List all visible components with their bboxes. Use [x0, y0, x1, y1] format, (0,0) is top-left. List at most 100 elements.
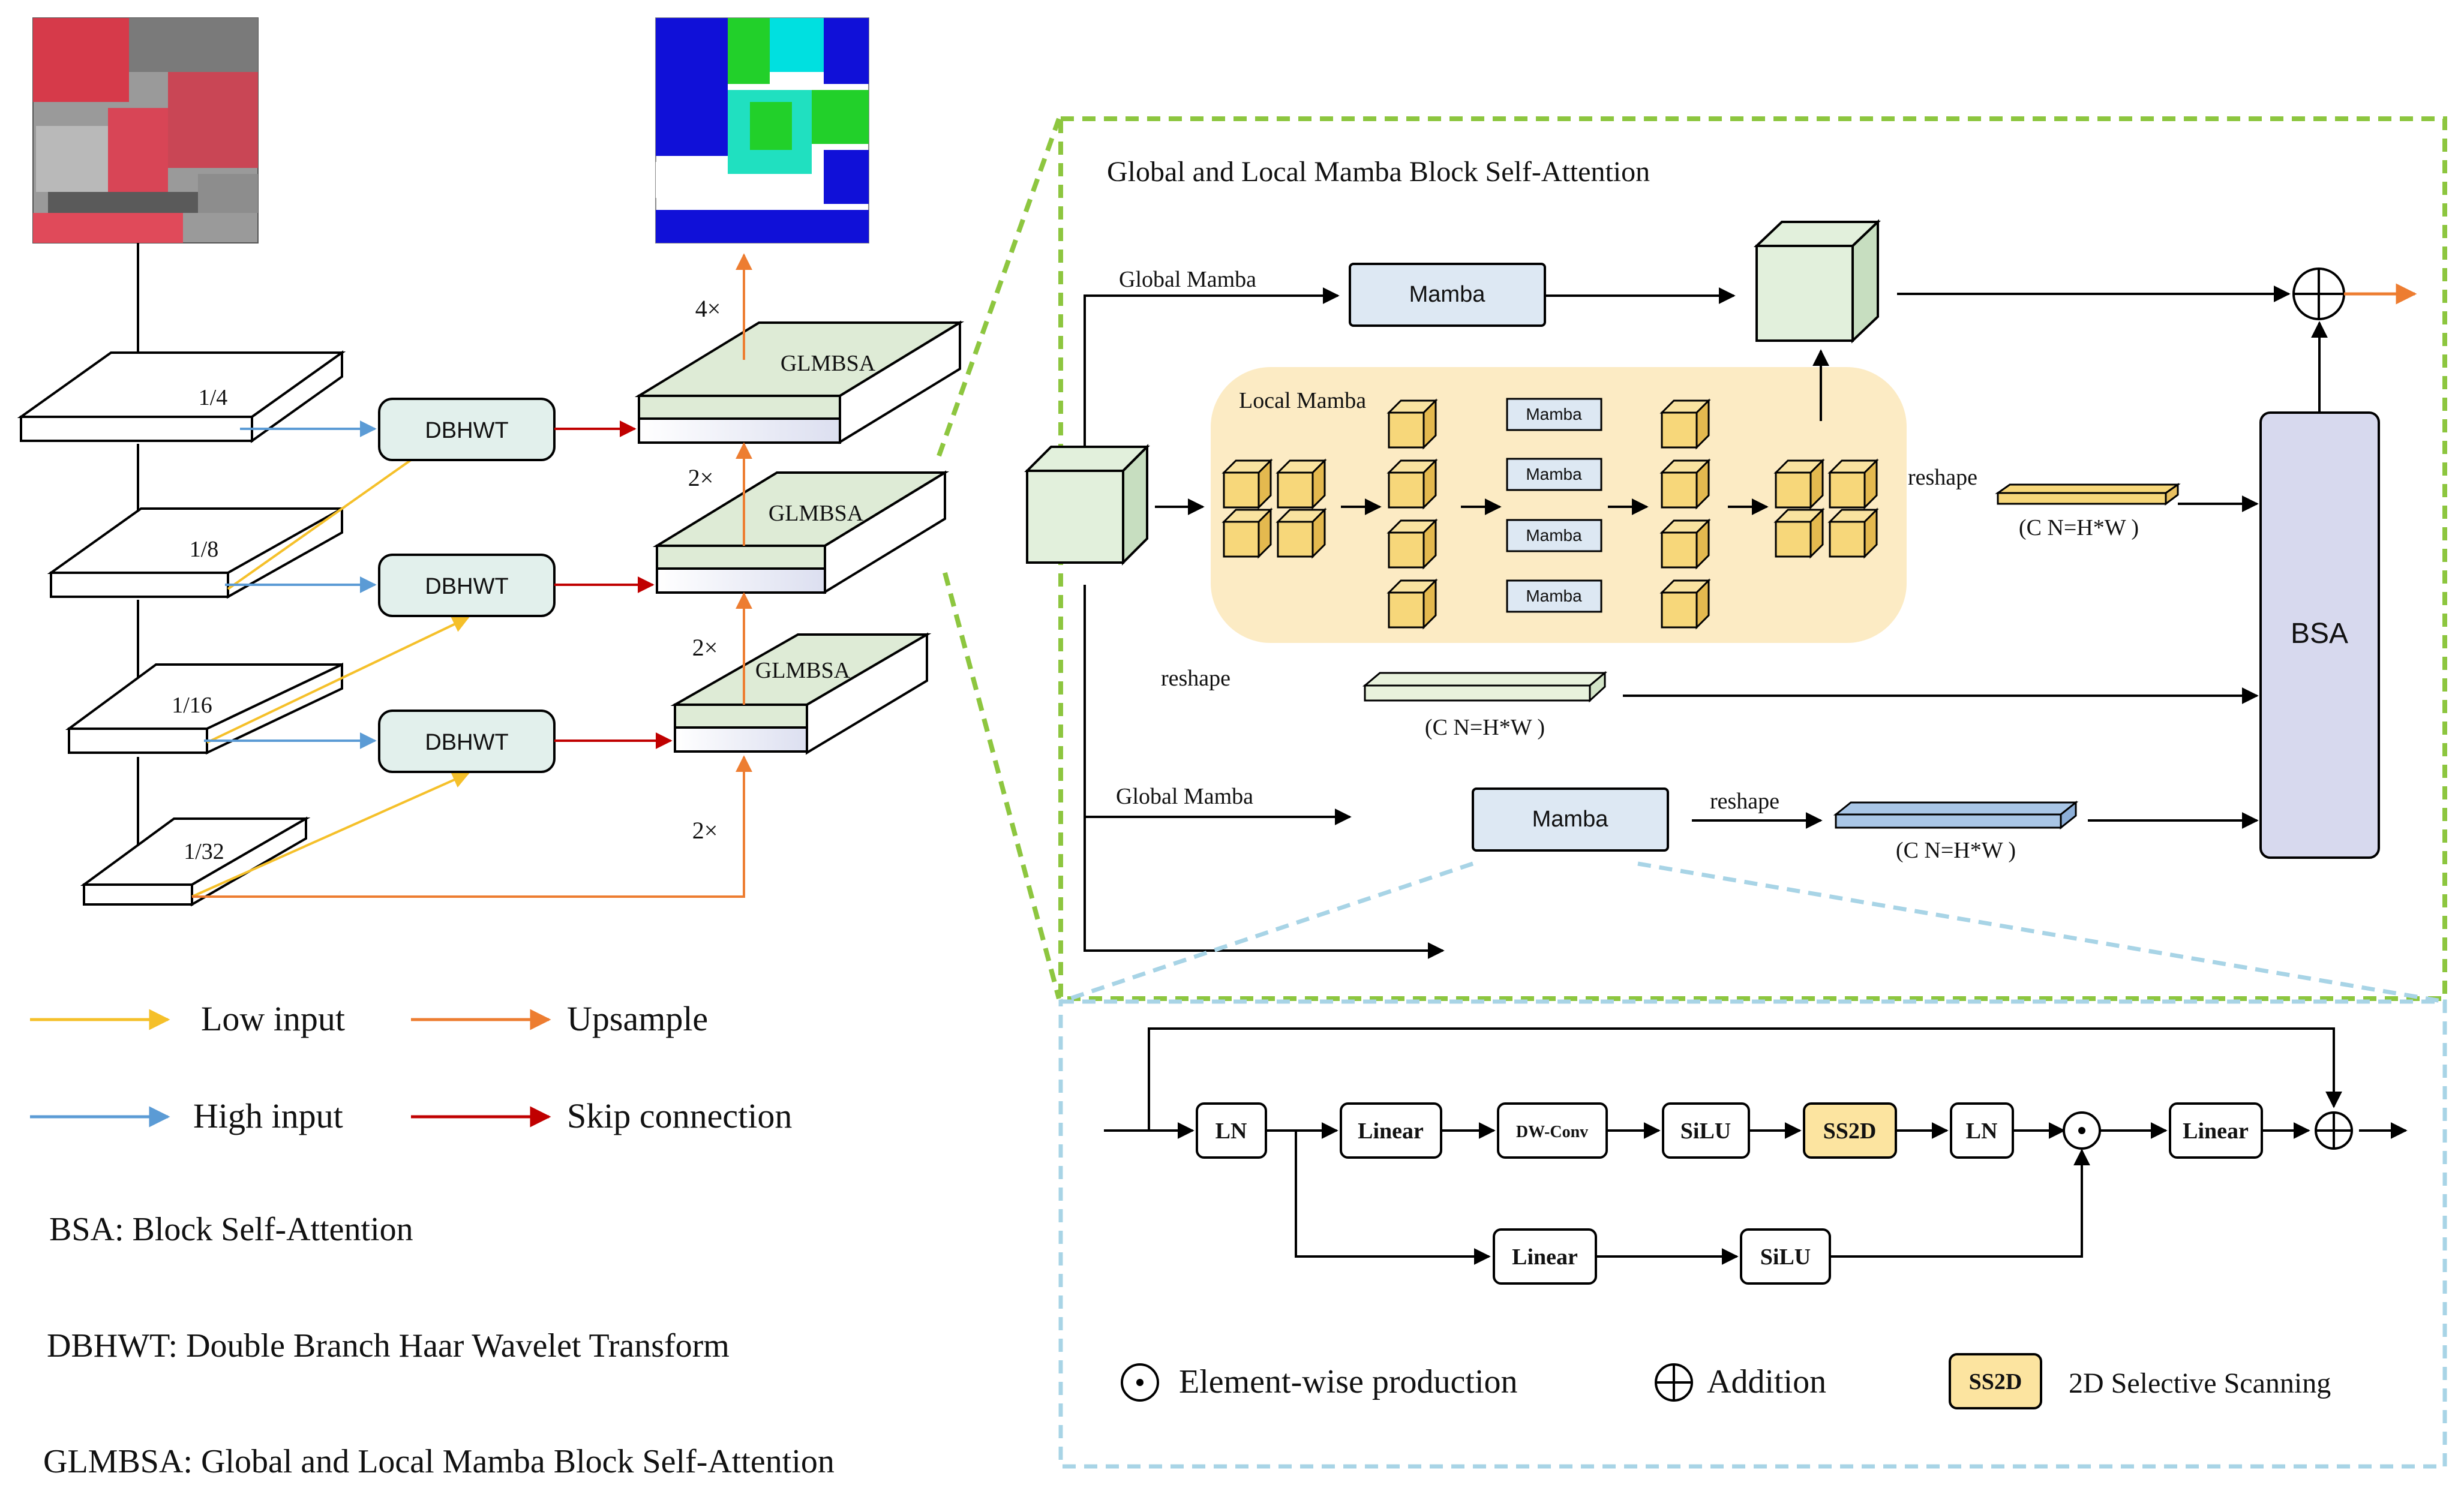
legend-addition: Addition [1707, 1363, 1826, 1400]
local-mamba-region [1211, 367, 1907, 643]
encoder-slab-1-4 [17, 350, 346, 443]
glmbsa-trunk-lines [1084, 287, 1445, 959]
small-mamba-2: Mamba [1506, 458, 1602, 491]
svg-text:LN: LN [1216, 1119, 1247, 1144]
svg-text:DBHWT: DBHWT [425, 730, 508, 755]
glmbsa-label-3: GLMBSA [755, 658, 851, 683]
small-mamba-blocks: Mamba Mamba Mamba Mamba [1506, 398, 1602, 613]
glmbsa-label-2: GLMBSA [769, 501, 864, 526]
glmbsa-label-1: GLMBSA [781, 351, 876, 376]
svg-text:Linear: Linear [1512, 1245, 1578, 1270]
local-cube-9 [1659, 398, 1711, 450]
svg-text:Mamba: Mamba [1526, 587, 1582, 605]
scale-label-1-4: 1/4 [199, 385, 228, 410]
ln-block-1: LN [1196, 1102, 1267, 1159]
local-cube-11 [1659, 518, 1711, 570]
addition-symbol-top [2292, 267, 2345, 320]
cnhw-label-local: (C N=H*W ) [2019, 515, 2139, 540]
svg-text:Mamba: Mamba [1526, 405, 1582, 423]
zoom-lines-green [937, 118, 1061, 1000]
bsa-block: BSA [2259, 411, 2380, 859]
scale-label-1-8: 1/8 [190, 537, 219, 562]
legend-low-input: Low input [201, 999, 345, 1038]
addition-symbol-mamba [2315, 1111, 2353, 1150]
svg-text:Linear: Linear [2183, 1119, 2249, 1144]
reshape-slab-local [1995, 483, 2181, 506]
linear-block-3: Linear [1493, 1228, 1597, 1285]
segmentation-output-image [655, 17, 869, 244]
encoder-slab-1-8 [47, 506, 346, 599]
upsample-label-2x-b: 2× [692, 634, 718, 661]
glmbsa-decoder-block-1 [634, 320, 965, 444]
high-input-arrows [204, 420, 377, 749]
global-mamba-block-top: Mamba [1349, 263, 1546, 327]
ln-block-2: LN [1950, 1102, 2014, 1159]
svg-text:DW-Conv: DW-Conv [1516, 1123, 1588, 1141]
definition-dbhwt: DBHWT: Double Branch Haar Wavelet Transf… [47, 1327, 730, 1364]
reshape-label-middle: reshape [1161, 666, 1231, 691]
definition-glmbsa: GLMBSA: Global and Local Mamba Block Sel… [43, 1443, 835, 1480]
legend-ss2d-box: SS2D [1969, 1369, 2022, 1394]
reshape-label-bottom: reshape [1710, 789, 1779, 814]
local-cube-16 [1827, 507, 1879, 559]
scale-label-1-32: 1/32 [184, 839, 224, 864]
global-output-cube [1754, 219, 1881, 344]
dwconv-block: DW-Conv [1497, 1102, 1608, 1159]
silu-block-1: SiLU [1662, 1102, 1750, 1159]
svg-text:Mamba: Mamba [1532, 807, 1609, 832]
local-cube-8 [1386, 578, 1438, 630]
local-cube-5 [1386, 398, 1438, 450]
svg-text:Mamba: Mamba [1409, 282, 1486, 307]
upsample-label-2x-a: 2× [688, 464, 714, 491]
svg-text:SS2D: SS2D [1823, 1119, 1877, 1144]
scale-label-1-16: 1/16 [172, 693, 212, 718]
upsample-label-2x-c: 2× [692, 817, 718, 844]
legend: Low input Upsample High input Skip conne… [30, 999, 792, 1135]
reshape-slab-bottom [1833, 800, 2079, 830]
local-cube-2 [1275, 458, 1327, 510]
global-mamba-block-bottom: Mamba [1472, 787, 1669, 852]
cnhw-label-bottom: (C N=H*W ) [1896, 838, 2016, 863]
local-cube-12 [1659, 578, 1711, 630]
silu-block-2: SiLU [1740, 1228, 1831, 1285]
reshape-label-local: reshape [1908, 465, 1977, 490]
local-cube-15 [1773, 507, 1825, 559]
local-cube-14 [1827, 458, 1879, 510]
dbhwt-block-3: DBHWT [378, 710, 556, 773]
small-mamba-3: Mamba [1506, 519, 1602, 552]
legend-ss2d-desc: 2D Selective Scanning [2069, 1367, 2331, 1399]
ss2d-block: SS2D [1803, 1102, 1897, 1159]
local-cube-7 [1386, 518, 1438, 570]
linear-block-1: Linear [1340, 1102, 1442, 1159]
legend-element-wise: Element-wise production [1179, 1363, 1518, 1400]
svg-text:Mamba: Mamba [1526, 526, 1582, 545]
local-cube-4 [1275, 507, 1327, 559]
local-cube-3 [1222, 507, 1273, 559]
definition-bsa: BSA: Block Self-Attention [49, 1211, 413, 1248]
input-feature-cube [1024, 444, 1150, 566]
small-mamba-4: Mamba [1506, 579, 1602, 613]
local-mamba-label: Local Mamba [1239, 388, 1366, 413]
svg-text:SiLU: SiLU [1760, 1245, 1811, 1270]
svg-text:SiLU: SiLU [1680, 1119, 1731, 1144]
element-wise-product-symbol [2063, 1111, 2101, 1150]
dbhwt-block-2: DBHWT [378, 554, 556, 617]
global-mamba-label-bottom: Global Mamba [1116, 784, 1253, 809]
linear-block-2: Linear [2169, 1102, 2263, 1159]
local-cube-10 [1659, 458, 1711, 510]
mamba-legend: Element-wise production Addition SS2D 2D… [1121, 1353, 2331, 1409]
upsample-label-4x: 4× [695, 295, 721, 322]
local-mamba-cubes [1222, 398, 1879, 630]
glmbsa-panel-title: Global and Local Mamba Block Self-Attent… [1107, 156, 1650, 188]
svg-text:DBHWT: DBHWT [425, 574, 508, 599]
glmbsa-decoder-block-3 [670, 632, 932, 755]
input-image [32, 17, 259, 244]
mamba-panel-frame [1058, 999, 2447, 1469]
legend-upsample: Upsample [567, 999, 708, 1038]
svg-text:Linear: Linear [1358, 1119, 1424, 1144]
zoom-lines-blue [1060, 861, 2445, 1004]
mamba-panel-lines [1104, 1027, 2408, 1265]
global-mamba-label-top: Global Mamba [1119, 267, 1256, 292]
svg-text:DBHWT: DBHWT [425, 418, 508, 443]
